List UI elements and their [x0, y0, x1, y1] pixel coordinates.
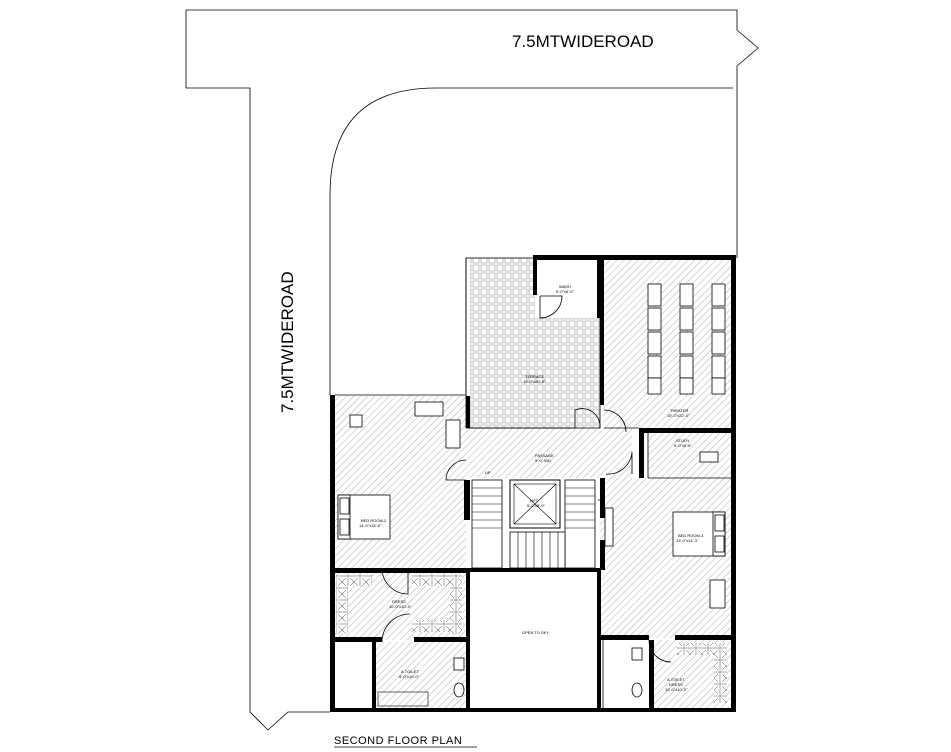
label-lift-dims: 5'-0"x5'-0": [527, 503, 546, 508]
road-outline: [185, 9, 759, 731]
label-terrace: TERRACE: [525, 374, 544, 379]
bedroom-3-floor: [600, 478, 731, 638]
label-bed-room-2-dims: 14'-0"x15'-6": [359, 523, 382, 528]
label-a-toilet-2-sub: DRESS: [669, 682, 683, 687]
label-a-toilet-2-dims: 10'-0"x10'-0": [665, 687, 688, 692]
passage-floor: [466, 428, 632, 478]
room-fills: [334, 258, 731, 708]
label-study: STUDY: [676, 438, 690, 443]
label-passage: PASSAGE: [535, 453, 554, 458]
wash-room: [535, 258, 597, 318]
label-terrace-dims: 15'-0"x20'-9": [523, 379, 546, 384]
label-theater: THEATER: [670, 408, 688, 413]
road-label-top: 7.5MTWIDEROAD: [512, 32, 654, 51]
label-lift: LIFT: [530, 498, 539, 503]
theater-floor: [603, 258, 731, 428]
sanitary-fixtures: [377, 647, 643, 707]
label-bed-room-3-dims: 13'-0"x14'-3": [676, 538, 699, 543]
label-theater-dims: 15'-0"x22'-0": [667, 413, 690, 418]
stair-left: [471, 479, 503, 569]
tile-blocks: [336, 574, 727, 703]
toilet-1-floor: [376, 642, 470, 708]
label-passage-dims: 5'-0" WD: [535, 458, 551, 463]
label-open-to-sky: OPEN TO SKY: [522, 630, 549, 635]
door-swings: [381, 295, 672, 708]
label-dress-dims: 10'-0"x10'-0": [389, 604, 412, 609]
label-a-toilet-1-dims: 8'-0"x10'-0": [399, 674, 420, 679]
room-labels: WASH 5'-0"x6'-0" TERRACE 15'-0"x20'-9" T…: [359, 284, 704, 692]
label-wash: WASH: [559, 284, 571, 289]
label-up: UP: [485, 470, 491, 475]
walls: [330, 255, 736, 712]
furniture: [337, 401, 726, 609]
label-dress: DRESS: [392, 599, 406, 604]
label-bed-room-3: BED ROOM-3: [678, 533, 704, 538]
partitions: [335, 257, 731, 479]
label-bed-room-2: BED ROOM-2: [361, 518, 387, 523]
sofa-2: [414, 401, 444, 417]
label-study-dims: 9'-0"x6'-6": [674, 443, 693, 448]
open-to-sky-area: [470, 572, 598, 708]
label-wash-dims: 5'-0"x6'-0": [556, 289, 575, 294]
theater-seats: [647, 283, 726, 395]
stair-right: [564, 479, 596, 569]
plan-title: SECOND FLOOR PLAN: [334, 735, 462, 747]
lift-and-stairs: [471, 479, 596, 569]
label-a-toilet-2: A.TOILET: [667, 677, 685, 682]
stair-bottom: [509, 531, 566, 569]
road-label-left: 7.5MTWIDEROAD: [278, 271, 297, 413]
label-a-toilet-1: A.TOILET: [401, 669, 419, 674]
